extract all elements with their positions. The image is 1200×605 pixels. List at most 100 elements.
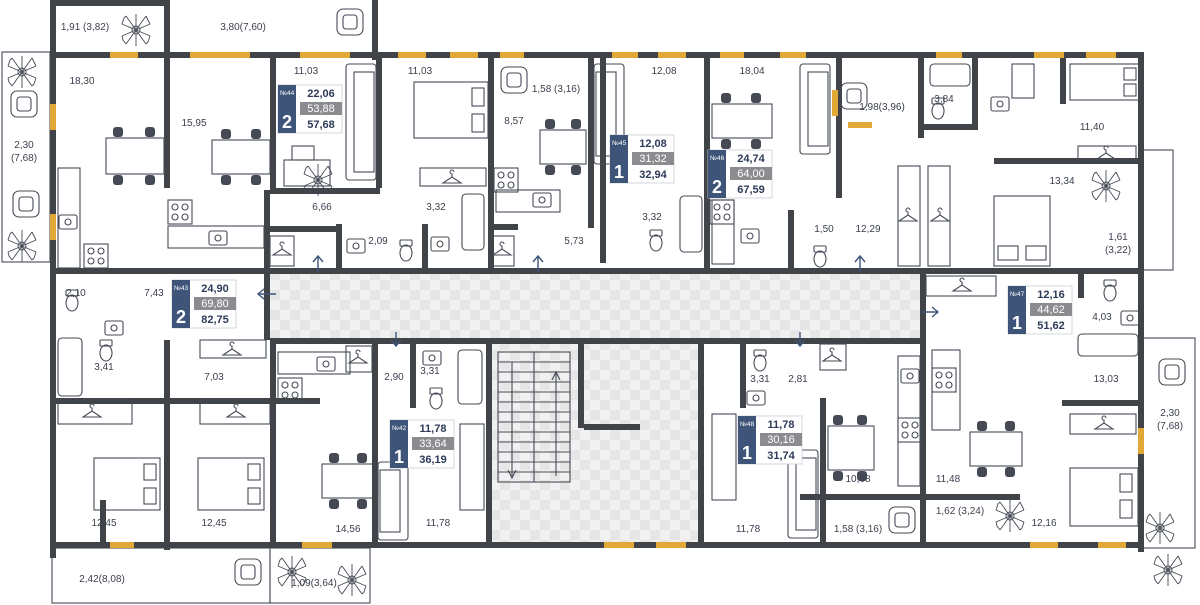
entry-arrows [256,254,940,348]
room-area-label: 3,32 [642,212,662,223]
apartment-rooms: 2 [712,177,722,197]
apartment-number: №46 [710,155,725,162]
apartment-badge-48[interactable]: №48 1 11,78 30,16 31,74 [737,415,803,465]
apartment-badge-46[interactable]: №46 2 24,74 64,00 67,59 [707,149,773,199]
room-area-label: 1,58 (3,16) [532,84,580,95]
room-area-label: 11,78 [736,524,761,535]
apartment-living-area: 24,74 [737,153,765,165]
apartment-rooms: 1 [1012,313,1022,333]
room-area-label: 2,30(7,68) [1157,408,1183,432]
room-area-label: 11,78 [426,518,451,529]
apartment-rooms: 1 [394,447,404,467]
apartment-total-area: 33,64 [419,438,447,450]
room-area-label: 12,45 [91,518,116,529]
room-area-label: 2,42(8,08) [79,574,125,585]
apartment-badge-44[interactable]: №44 2 22,06 53,88 57,68 [277,84,343,134]
apartment-rooms: 1 [742,443,752,463]
apartment-total-area: 53,88 [307,103,335,115]
apartment-badge-47[interactable]: №47 1 12,16 44,62 51,62 [1007,285,1073,335]
apartment-full-area: 36,19 [419,454,447,466]
room-area-label: 18,04 [739,66,764,77]
room-area-label: 3,41 [94,362,114,373]
room-area-label: 2,30(7,68) [11,140,37,164]
room-area-label: 12,45 [201,518,226,529]
room-area-label: 1,98(3,96) [859,102,905,113]
apartment-rooms: 2 [176,307,186,327]
room-area-label: 1,58 (3,16) [834,524,882,535]
room-area-label: 11,48 [936,474,961,485]
apartment-badge-45[interactable]: №45 1 12,08 31,32 32,94 [609,134,675,184]
room-area-label: 2,10 [66,288,86,299]
room-area-label: 7,03 [204,372,224,383]
apartment-full-area: 31,74 [767,450,795,462]
room-area-label: 1,62 (3,24) [936,506,984,517]
apartment-living-area: 24,90 [201,283,229,295]
room-area-label: 13,34 [1049,176,1074,187]
bathrooms [57,63,1140,410]
apartment-total-area: 30,16 [767,434,795,446]
desks [283,63,1035,197]
apartment-living-area: 12,16 [1037,289,1065,301]
room-area-label: 4,03 [1092,312,1112,323]
room-area-label: 7,43 [144,288,164,299]
apartment-rooms: 2 [282,112,292,132]
apartment-living-area: 11,78 [768,419,795,431]
apartment-number: №48 [740,421,755,428]
apartment-badges: №44222,0653,8857,68№45112,0831,3232,94№4… [171,84,1073,469]
apartment-total-area: 31,32 [639,153,667,165]
room-area-label: 3,32 [426,202,446,213]
room-area-label: 12,29 [855,224,880,235]
room-area-label: 14,56 [335,524,360,535]
room-area-labels: 1,91 (3,82)3,80(7,60)18,302,30(7,68)15,9… [11,22,1183,589]
apartment-badge-43[interactable]: №43 2 24,90 69,80 82,75 [171,279,237,329]
apartment-number: №45 [612,140,627,147]
room-area-label: 18,30 [69,76,94,87]
apartment-number: №47 [1010,291,1025,298]
room-area-label: 12,16 [1031,518,1056,529]
apartment-full-area: 57,68 [307,119,335,131]
corridor [270,274,920,338]
apartment-full-area: 51,62 [1037,320,1065,332]
room-area-label: 3,84 [934,94,954,105]
wardrobes [57,145,1137,511]
room-area-label: 12,08 [651,66,676,77]
apartment-number: №42 [392,425,407,432]
room-area-label: 11,40 [1080,122,1105,133]
room-area-label: 11,03 [408,66,433,77]
room-area-label: 3,31 [750,374,770,385]
beds [93,63,1141,527]
apartment-number: №43 [174,285,189,292]
room-area-label: 3,80(7,60) [220,22,266,33]
apartment-total-area: 64,00 [737,168,765,180]
room-area-label: 8,57 [504,116,524,127]
kitchens [57,167,961,487]
windows [50,52,1144,548]
staircase [497,351,640,483]
room-area-label: 2,81 [788,374,808,385]
apartment-living-area: 11,78 [420,423,447,435]
apartment-living-area: 12,08 [639,138,667,150]
room-area-label: 15,95 [181,118,206,129]
apartment-total-area: 44,62 [1037,304,1065,316]
apartment-total-area: 69,80 [201,298,229,310]
room-area-label: 13,03 [1093,374,1118,385]
apartment-living-area: 22,06 [307,88,335,100]
room-area-label: 2,90 [384,372,404,383]
apartment-full-area: 32,94 [639,169,667,181]
apartment-full-area: 67,59 [737,184,765,196]
room-area-label: 10,68 [845,474,870,485]
room-area-label: 1,61(3,22) [1105,232,1131,256]
room-area-label: 5,73 [564,236,584,247]
apartment-number: №44 [280,90,295,97]
room-area-label: 11,03 [294,66,319,77]
room-area-label: 1,09(3,64) [291,578,337,589]
room-area-label: 1,50 [814,224,834,235]
room-area-label: 6,66 [312,202,332,213]
apartment-badge-42[interactable]: №42 1 11,78 33,64 36,19 [389,419,455,469]
room-area-label: 2,09 [368,236,388,247]
apartment-full-area: 82,75 [201,314,229,326]
walls [50,0,1144,558]
apartment-rooms: 1 [614,162,624,182]
room-area-label: 3,31 [420,366,440,377]
